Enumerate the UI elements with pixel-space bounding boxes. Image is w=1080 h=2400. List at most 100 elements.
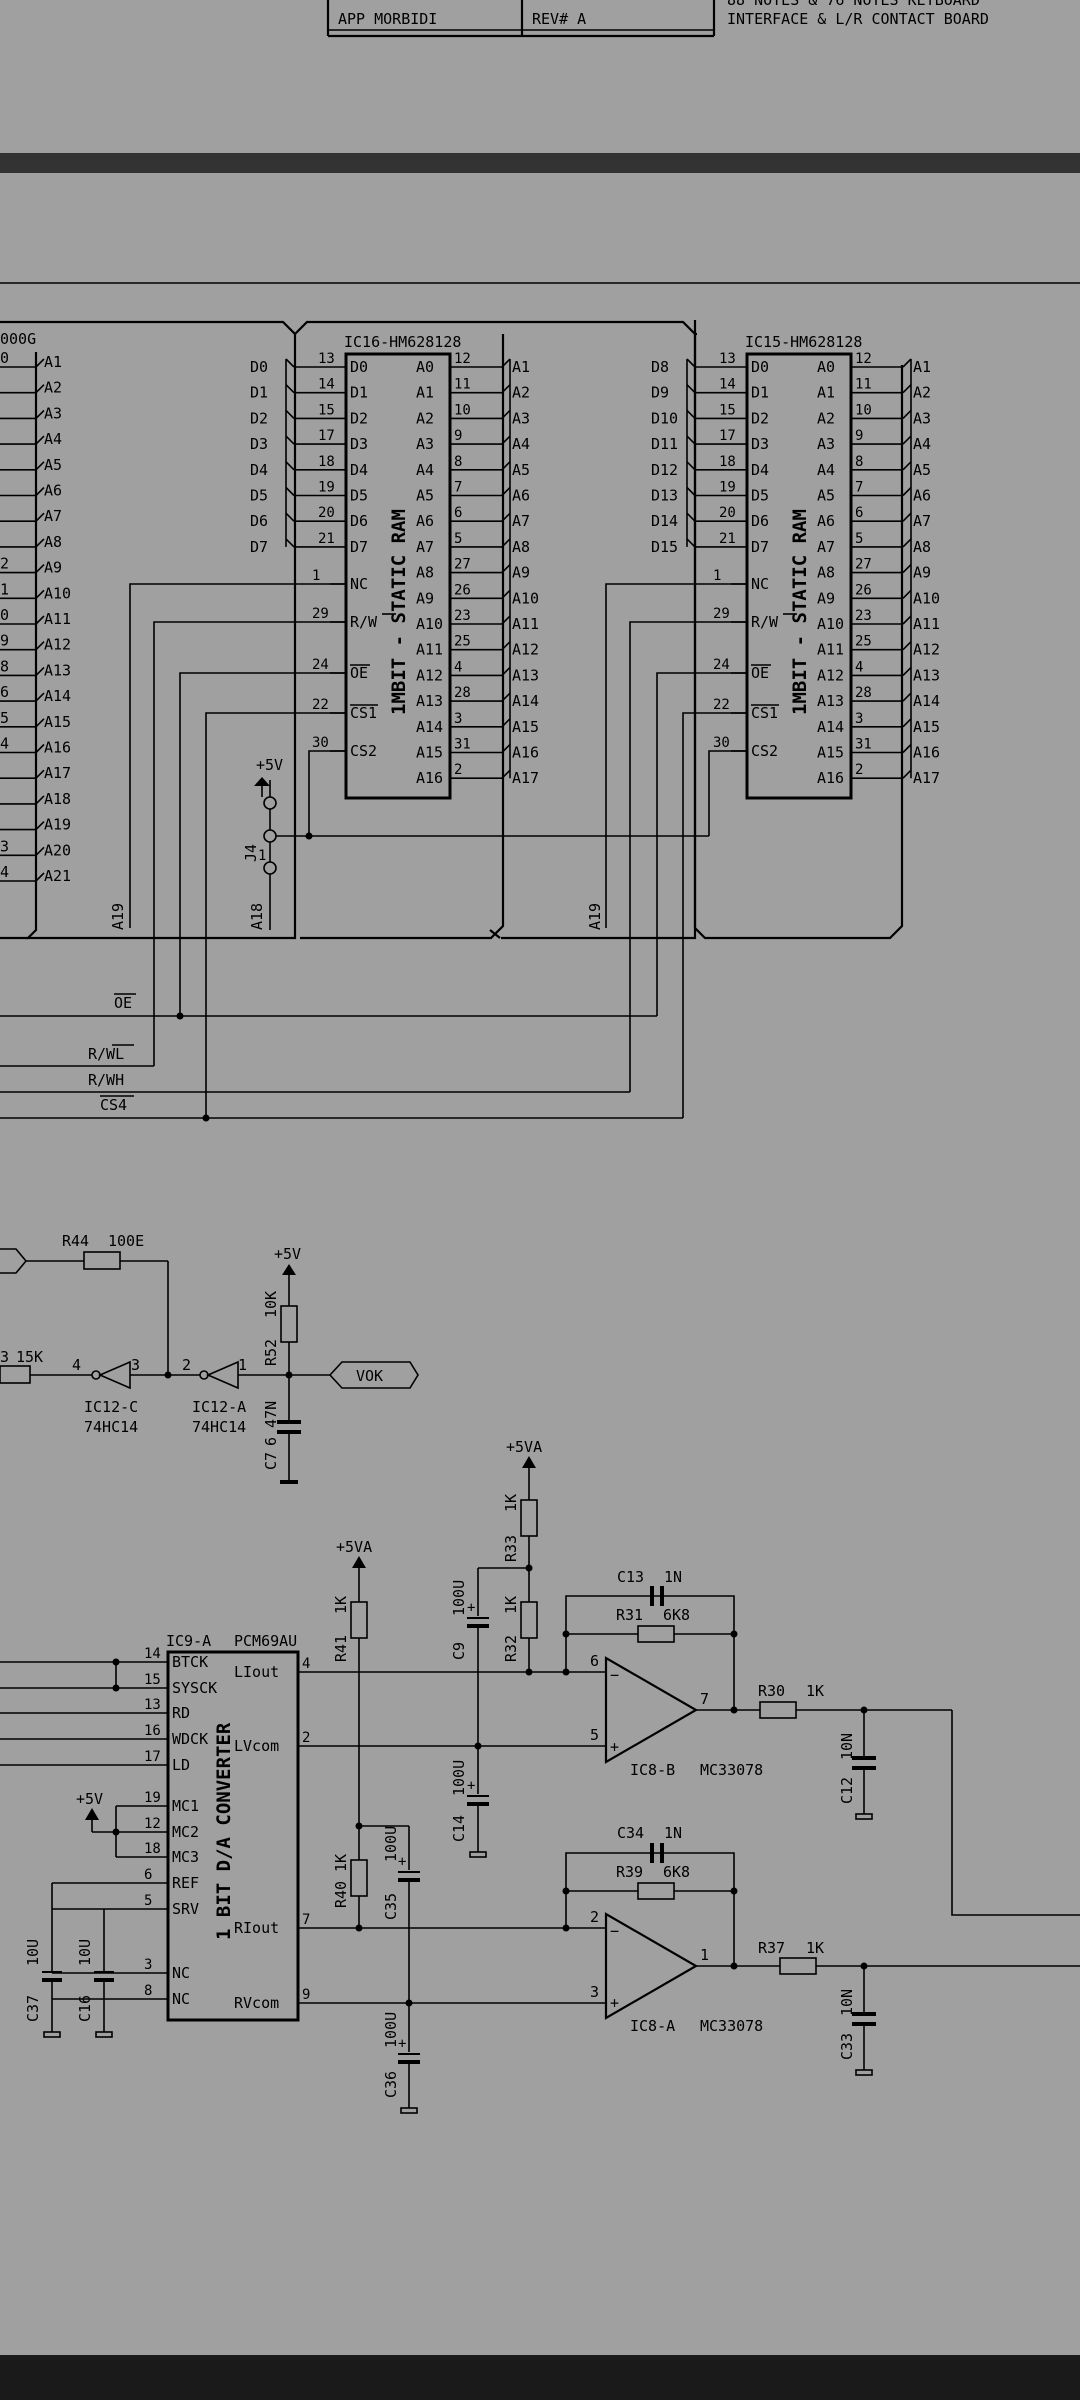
ram2-data-pin-5: 19 xyxy=(719,480,736,496)
ram1-ref: IC16-HM628128 xyxy=(344,333,461,351)
ram2-data-pin-7: 21 xyxy=(719,531,736,547)
ram2-addr-name-15: A15 xyxy=(817,744,844,762)
ram2-addr-net-1: A2 xyxy=(913,384,931,402)
ram1-addr-net-4: A5 xyxy=(512,461,530,479)
ram2-data-name-5: D5 xyxy=(751,487,769,505)
ram1-data-net-5: D5 xyxy=(250,487,268,505)
svg-text:+: + xyxy=(398,2036,406,2052)
ram1-addr-name-16: A16 xyxy=(416,769,443,787)
ram2-data-net-7: D15 xyxy=(651,538,678,556)
c36-value: 100U xyxy=(382,2012,400,2048)
ram1-addr-net-9: A10 xyxy=(512,589,539,607)
ram1-addr-name-5: A5 xyxy=(416,487,434,505)
ram2-addr-name-0: A0 xyxy=(817,358,835,376)
ram2-addr-pin-14: 3 xyxy=(855,711,863,727)
ram1-addr-name-0: A0 xyxy=(416,358,434,376)
r37-value: 1K xyxy=(806,1939,824,1957)
c13-ref: C13 xyxy=(617,1568,644,1586)
jumper-pin1: 1 xyxy=(258,848,266,864)
dac-pin-num-3: 16 xyxy=(144,1723,161,1739)
ram2-addr-pin-3: 9 xyxy=(855,428,863,444)
c35-ref: C35 xyxy=(382,1893,400,1920)
r40-value: 1K xyxy=(332,1854,350,1872)
ram2-addr-net-14: A15 xyxy=(913,718,940,736)
ram1-data-name-1: D1 xyxy=(350,384,368,402)
ic12a-ref: IC12-A xyxy=(192,1398,246,1416)
ram2-addr-net-10: A11 xyxy=(913,615,940,633)
left-chip-pin-9: 1 xyxy=(0,580,9,598)
dac-part: PCM69AU xyxy=(234,1632,297,1650)
c37-value: 10U xyxy=(24,1939,42,1966)
dac-pin-name-1: SYSCK xyxy=(172,1679,217,1697)
left-chip-addr-20: A21 xyxy=(44,867,71,885)
title-desc-top: 88 NOTES & 76 NOTES KEYBOARD xyxy=(727,0,980,9)
r30-ref: R30 xyxy=(758,1682,785,1700)
ram1-data-pin-4: 18 xyxy=(318,454,335,470)
ram2-data-net-4: D12 xyxy=(651,461,678,479)
left-chip-pin-14: 5 xyxy=(0,709,9,727)
memory-block-outline xyxy=(0,320,297,940)
svg-text:+: + xyxy=(467,1600,475,1616)
ram1-data-net-1: D1 xyxy=(250,384,268,402)
ram2-data-net-0: D8 xyxy=(651,358,669,376)
dac-pin-num-6: 12 xyxy=(144,1816,161,1832)
ram2-data-name-3: D3 xyxy=(751,435,769,453)
svg-text:+: + xyxy=(398,1854,406,1870)
c16-value: 10U xyxy=(76,1939,94,1966)
ram1-data-net-7: D7 xyxy=(250,538,268,556)
ram2-addr-name-5: A5 xyxy=(817,487,835,505)
ram1-data-name-7: D7 xyxy=(350,538,368,556)
ram1-addr-net-1: A2 xyxy=(512,384,530,402)
sheet-divider-band xyxy=(0,153,1080,173)
c33-ref: C33 xyxy=(838,2033,856,2060)
r31-value: 6K8 xyxy=(663,1606,690,1624)
signal-rwl: R/WL xyxy=(88,1045,124,1063)
ram2-addr-net-7: A8 xyxy=(913,538,931,556)
title-block: APP MORBIDI REV# A 88 NOTES & 76 NOTES K… xyxy=(326,0,989,38)
ic12a-pin-in: 2 xyxy=(182,1356,191,1374)
dac-pin-name-10: NC xyxy=(172,1964,190,1982)
ram2-addr-pin-0: 12 xyxy=(855,351,872,367)
r32-ref: R32 xyxy=(502,1635,520,1662)
opamp-a-type: MC33078 xyxy=(700,2017,763,2035)
dac-pin-name-11: NC xyxy=(172,1990,190,2008)
dac-pin-num-11: 8 xyxy=(144,1983,152,1999)
ram2-ctrl-name-1: R/W xyxy=(751,613,779,631)
ram1-addr-net-0: A1 xyxy=(512,358,530,376)
svg-text:+: + xyxy=(467,1778,475,1794)
left-chip-pin-11: 9 xyxy=(0,632,9,650)
ram1-data-pin-1: 14 xyxy=(318,377,335,393)
dac-pin-name-8: REF xyxy=(172,1874,199,1892)
control-wiring xyxy=(0,583,747,1122)
ram2-addr-pin-1: 11 xyxy=(855,377,872,393)
ram1-data-name-5: D5 xyxy=(350,487,368,505)
ram1-ctrl-pin-1: 29 xyxy=(312,606,329,622)
r44-value: 100E xyxy=(108,1232,144,1250)
ram1-data-pin-2: 15 xyxy=(318,402,335,418)
ram2-ctrl-name-4: CS2 xyxy=(751,742,778,760)
dac-pin-name-7: MC3 xyxy=(172,1848,199,1866)
ram1-body-label: 1MBIT - STATIC RAM xyxy=(388,509,410,715)
ram2-addr-name-12: A12 xyxy=(817,666,844,684)
ram1-addr-net-12: A13 xyxy=(512,666,539,684)
ram2-ctrl-name-0: NC xyxy=(751,575,769,593)
ic12a-pin-out: 1 xyxy=(238,1356,247,1374)
ram1-data-pin-0: 13 xyxy=(318,351,335,367)
r33-ref: R33 xyxy=(502,1535,520,1562)
dac-body-label: 1 BIT D/A CONVERTER xyxy=(213,1722,235,1940)
ram2-data-pin-1: 14 xyxy=(719,377,736,393)
ram2-ctrl-pin-1: 29 xyxy=(713,606,730,622)
opamp-a-pin-noninv: 3 xyxy=(590,1983,599,2001)
ram2-addr-net-11: A12 xyxy=(913,641,940,659)
dac-pin-name-6: MC2 xyxy=(172,1823,199,1841)
ram1-addr-name-4: A4 xyxy=(416,461,434,479)
left-chip-addr-7: A8 xyxy=(44,533,62,551)
left-chip-addr-17: A18 xyxy=(44,790,71,808)
ram1-data-net-4: D4 xyxy=(250,461,268,479)
left-chip-pin-19: 3 xyxy=(0,837,9,855)
dac-pin-num-4: 17 xyxy=(144,1749,161,1765)
ram2-addr-pin-7: 5 xyxy=(855,531,863,547)
ram1-addr-name-8: A8 xyxy=(416,564,434,582)
ram1-addr-name-9: A9 xyxy=(416,589,434,607)
